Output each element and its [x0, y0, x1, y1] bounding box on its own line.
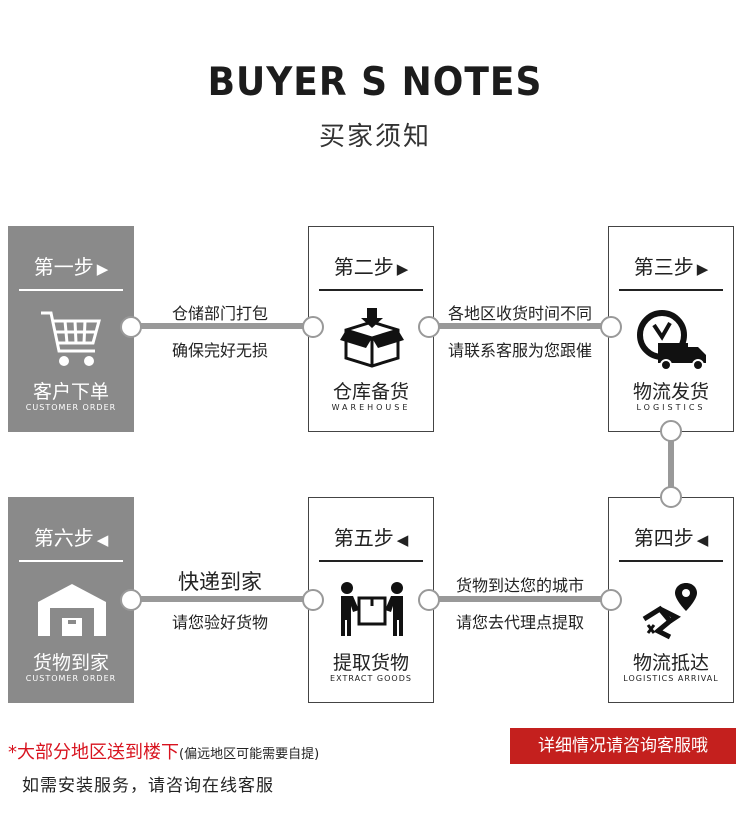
step-5-subtitle: EXTRACT GOODS: [330, 674, 412, 683]
connector-1-2: [120, 316, 324, 338]
delivery-truck-icon: [609, 303, 735, 375]
installation-note: 如需安装服务，请咨询在线客服: [22, 776, 274, 796]
contact-service-badge: 详细情况请咨询客服哦: [510, 728, 736, 764]
step-4-title: 物流抵达: [632, 652, 709, 674]
connector-dot: [302, 589, 324, 611]
connector-1-2-line1: 仓储部门打包: [171, 304, 268, 323]
step-2-box: 第二步▶ 仓库备货 WAREHOUSE: [308, 226, 434, 432]
step-6-title: 货物到家: [32, 652, 109, 674]
step-4-subtitle: LOGISTICS ARRIVAL: [623, 674, 719, 683]
step-5-title: 提取货物: [332, 652, 409, 674]
step-6-label: 第六步◀: [19, 520, 123, 562]
connector-dot: [418, 589, 440, 611]
step-6-subtitle: CUSTOMER ORDER: [25, 674, 117, 683]
connector-1-2-line2: 确保完好无损: [171, 341, 268, 360]
connector-5-6: [120, 589, 324, 611]
step-2-subtitle: WAREHOUSE: [331, 403, 411, 412]
delivery-note-remote: (偏远地区可能需要自提): [179, 747, 320, 762]
delivery-note-main: *大部分地区送到楼下: [8, 742, 179, 763]
connector-2-3-line2: 请联系客服为您跟催: [447, 341, 592, 360]
connector-4-5-line2: 请您去代理点提取: [455, 613, 584, 632]
package-icon: [309, 303, 435, 375]
step-2-label: 第二步▶: [319, 249, 423, 291]
step-4-label: 第四步◀: [619, 520, 723, 562]
carry-box-icon: [309, 574, 435, 646]
step-3-label: 第三步▶: [619, 249, 723, 291]
step-2-title: 仓库备货: [332, 381, 409, 403]
connector-dot: [302, 316, 324, 338]
page-title-en: BUYER S NOTES: [207, 60, 543, 105]
step-3-box: 第三步▶ 物流发货 LOGISTICS: [608, 226, 734, 432]
connector-dot: [600, 589, 622, 611]
page-title-cn: 买家须知: [318, 122, 431, 152]
connector-dot: [418, 316, 440, 338]
step-1-subtitle: CUSTOMER ORDER: [25, 403, 117, 412]
delivery-note: *大部分地区送到楼下(偏远地区可能需要自提): [8, 738, 319, 764]
connector-dot: [120, 589, 142, 611]
connector-2-3-line1: 各地区收货时间不同: [447, 304, 592, 323]
connector-4-5-line1: 货物到达您的城市: [455, 576, 584, 595]
connector-dot: [120, 316, 142, 338]
connector-5-6-line1: 快递到家: [178, 570, 262, 594]
step-1-title: 客户下单: [32, 381, 109, 403]
step-4-box: 第四步◀ 物流抵达 LOGISTICS ARRIVAL: [608, 497, 734, 703]
warehouse-home-icon: [9, 574, 135, 646]
step-5-box: 第五步◀ 提取货物 EXTRACT GOODS: [308, 497, 434, 703]
connector-5-6-line2: 请您验好货物: [171, 613, 268, 632]
step-1-label: 第一步▶: [19, 249, 123, 291]
step-3-subtitle: LOGISTICS: [636, 403, 706, 412]
step-3-title: 物流发货: [632, 381, 709, 403]
cart-icon: [9, 303, 135, 375]
step-6-box: 第六步◀ 货物到家 CUSTOMER ORDER: [8, 497, 134, 703]
location-route-icon: [609, 574, 735, 646]
connector-3-4: [660, 420, 682, 508]
connector-dot: [660, 420, 682, 442]
connector-4-5: [418, 589, 622, 611]
connector-dot: [660, 486, 682, 508]
connector-dot: [600, 316, 622, 338]
step-1-box: 第一步▶ 客户下单 CUSTOMER ORDER: [8, 226, 134, 432]
step-5-label: 第五步◀: [319, 520, 423, 562]
connector-2-3: [418, 316, 622, 338]
